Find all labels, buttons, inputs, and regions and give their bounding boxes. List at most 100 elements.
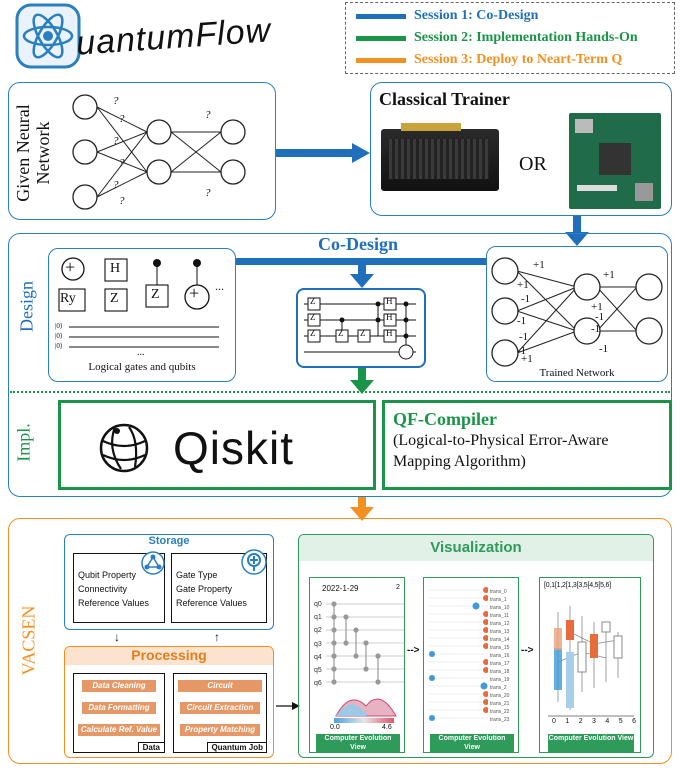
qubit-ellipsis: ... — [137, 347, 145, 358]
gate-storage-card: Gate Type Gate Property Reference Values — [171, 553, 267, 623]
gates-drawing — [58, 257, 219, 348]
circuit-z: Z — [310, 296, 316, 306]
cz-gate-label: Z — [151, 287, 160, 302]
trans-label: trans_12 — [490, 621, 510, 627]
qubit-label: q4 — [314, 653, 322, 661]
trans-label: trans_17 — [490, 661, 510, 667]
xor-gate-symbol: + — [65, 257, 76, 277]
session-legend: Session 1: Co-Design Session 2: Implemen… — [345, 2, 675, 74]
axis-tick: 6 — [632, 718, 636, 725]
weight: +1 — [517, 279, 529, 291]
axis-tick: 3 — [592, 718, 596, 725]
qubit-label: q6 — [314, 680, 322, 688]
storage-item: Qubit Property — [78, 570, 137, 580]
weight: -1 — [521, 293, 531, 305]
trans-label: trans_11 — [490, 613, 510, 619]
classical-trainer-panel: Classical Trainer OR — [370, 82, 672, 216]
trans-label: trans_14 — [490, 637, 510, 643]
view3-header: [0,1[1,2[1,3[3,5[4,5[5,6] — [544, 582, 611, 589]
fpga-board-image — [569, 113, 661, 209]
view3-label: Computer Evolution View — [548, 734, 634, 752]
axis-tick: 2 — [578, 718, 583, 725]
data-formatting-chip: Data Formatting — [82, 702, 156, 714]
trans-label: trans_21 — [490, 701, 510, 707]
storage-item: Reference Values — [78, 598, 149, 608]
circuit-h: H — [386, 328, 393, 338]
gates-caption: Logical gates and qubits — [88, 361, 196, 373]
compiler-title: QF-Compiler — [393, 409, 497, 429]
weight: +1 — [591, 301, 603, 313]
circuit-h: H — [386, 296, 393, 306]
qubit-label: q2 — [314, 627, 322, 635]
legend-label-1: Session 1: Co-Design — [414, 8, 539, 23]
view2-trans-list: trans_0 trans_1 trans_10 trans_11 trans_… — [490, 588, 509, 724]
qubit-2: |0⟩ — [55, 342, 63, 350]
qmark: ? — [205, 187, 211, 199]
weight: -1 — [517, 315, 527, 327]
trainer-title: Classical Trainer — [379, 89, 510, 109]
section-divider — [10, 391, 670, 393]
scale-max: 4.6 — [382, 724, 392, 731]
trans-label: trans_0 — [490, 589, 507, 595]
weight: +1 — [603, 269, 615, 281]
qmark: ? — [119, 195, 125, 207]
quantum-job-card: Circuit Implementation Circuit Extractio… — [173, 673, 267, 753]
circuit-z: Z — [310, 328, 316, 338]
data-card: Data Cleaning Data Formatting Calculate … — [73, 673, 165, 753]
qiskit-globe-icon — [99, 423, 149, 473]
view3-boxplots — [548, 606, 634, 717]
legend-session-3: Session 3: Deploy to Neart-Term Q — [356, 49, 674, 71]
view1-date: 2022-1-29 — [322, 584, 359, 593]
ry-gate-label: Ry — [60, 291, 76, 306]
trans-label: trans_16 — [490, 653, 510, 659]
storage-item: Gate Property — [176, 584, 233, 594]
weight: -1 — [517, 345, 527, 357]
qubit-label: q3 — [314, 640, 322, 648]
dashed-arrow-2: --> — [521, 645, 534, 656]
visualization-title: Visualization — [430, 539, 522, 556]
qmark: ? — [119, 157, 125, 169]
quantum-job-label: Quantum Job — [207, 742, 266, 752]
view1-circuit — [326, 601, 404, 717]
qmark: ? — [113, 95, 119, 107]
circuit-z: Z — [360, 328, 366, 338]
view1-label: Computer Evolution View — [316, 734, 400, 752]
qubit-1: |0⟩ — [55, 332, 63, 340]
calc-ref-value-chip: Calculate Ref. Value — [78, 724, 160, 736]
circuit-extraction-chip: Circuit Extraction — [180, 702, 260, 714]
arrow-to-vacsen — [350, 497, 374, 521]
storage-item: Gate Type — [176, 570, 218, 580]
trained-network-graph — [491, 257, 663, 367]
weight: -1 — [599, 343, 609, 355]
arrow-to-visualization — [276, 702, 300, 710]
atom-icon — [15, 3, 81, 69]
trans-label: trans_19 — [490, 677, 510, 683]
legend-bar-green — [356, 35, 406, 41]
axis-tick: 0 — [552, 718, 556, 725]
qiskit-panel: Qiskit — [58, 400, 376, 490]
logical-gates-panel: + Ry H Z Z + ... |0⟩ |0⟩ |0⟩ ... Logical… — [48, 248, 236, 382]
logo-word: uantumFlow — [74, 11, 273, 63]
given-network-graph — [72, 94, 246, 210]
legend-label-2: Session 2: Implementation Hands-On — [414, 30, 638, 45]
visualization-panel: Visualization 2022-1-29 2 q0 q1 q2 q3 q4… — [298, 534, 654, 758]
trans-label: trans_18 — [490, 669, 510, 675]
storage-item: Connectivity — [78, 584, 128, 594]
logo-text: uantumFlow — [75, 11, 272, 64]
weight: -1 — [591, 323, 601, 335]
evolution-view-3: [0,1[1,2[1,3[3,5[4,5[5,6] 0 1 2 3 4 5 6 — [539, 577, 641, 753]
quantum-circuit-panel: Z Z Z Z Z H H H — [296, 288, 426, 368]
storage-item: Reference Values — [176, 598, 247, 608]
design-side-label: Design — [16, 281, 37, 332]
given-network-label: Given Neural Network — [13, 104, 53, 202]
axis-tick: 5 — [618, 718, 623, 725]
view1-num: 2 — [396, 584, 400, 591]
impl-side-label: Impl. — [13, 423, 34, 462]
gate-icon — [241, 549, 267, 575]
view1-qubit-labels: q0 q1 q2 q3 q4 q5 q6 — [314, 598, 322, 690]
trans-label: trans_22 — [490, 709, 510, 715]
circuit-drawing — [304, 297, 416, 360]
property-matching-chip: Property Matching — [180, 724, 260, 736]
axis-tick: 4 — [605, 718, 610, 725]
evolution-view-1: 2022-1-29 2 q0 q1 q2 q3 q4 q5 q6 — [309, 577, 405, 753]
